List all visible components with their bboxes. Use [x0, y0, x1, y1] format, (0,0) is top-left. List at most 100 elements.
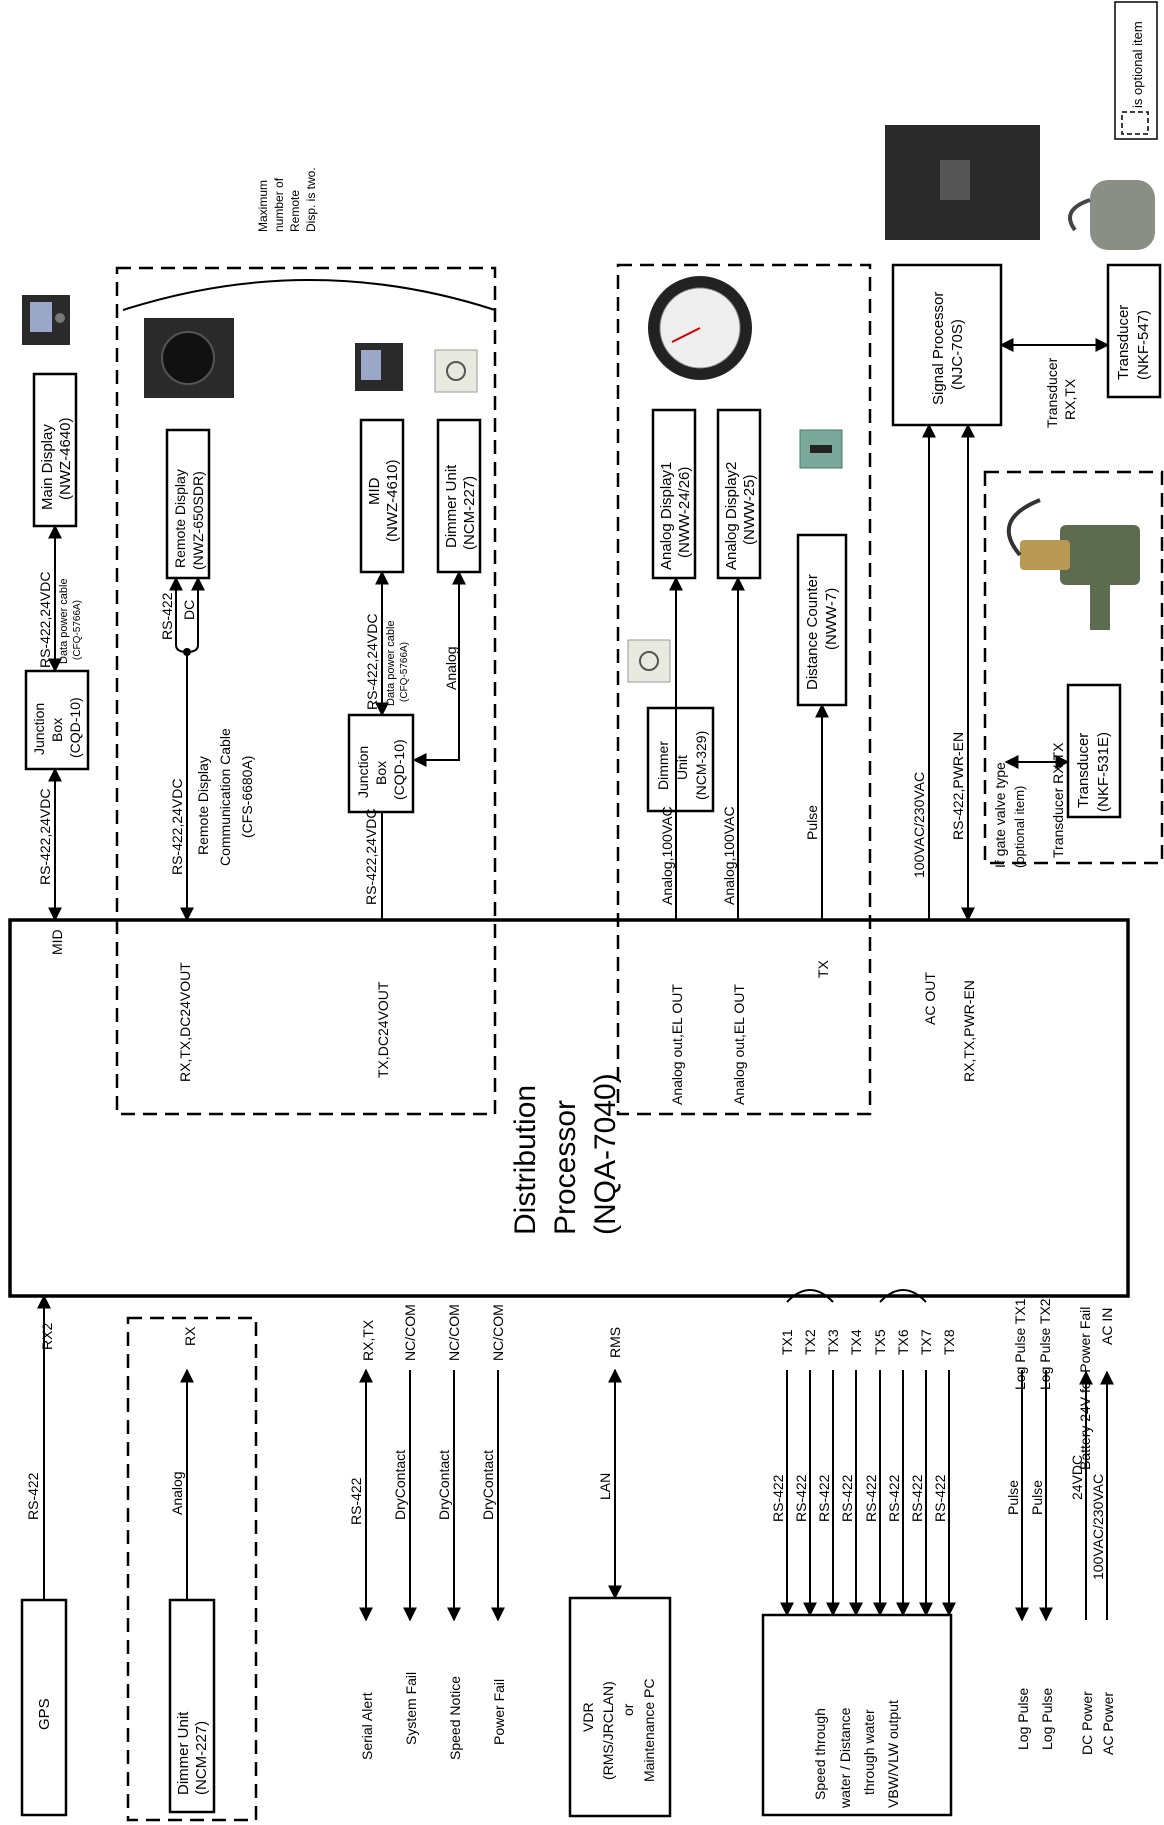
jb1-cable-model: (CFQ-5766A): [72, 600, 83, 660]
svg-text:Disp. is two.: Disp. is two.: [304, 167, 318, 232]
speed-box-line1: Speed through: [812, 1708, 828, 1800]
signal-processor-model: (NJC-70S): [949, 319, 966, 390]
tx-port-label: TX6: [895, 1329, 911, 1355]
tx-cable-label: RS-422: [793, 1474, 809, 1522]
port-acin: AC IN: [1099, 1308, 1115, 1345]
ad1-cable-label: Analog,100VAC: [659, 806, 675, 905]
main-display-model: (NWZ-4640): [57, 417, 74, 500]
tx-cable-label: RS-422: [909, 1474, 925, 1522]
log-cable2-label: Pulse: [1029, 1480, 1045, 1515]
dimmer-329-label: Dimmer: [655, 741, 671, 790]
dimmer-227-top-photo: [435, 350, 477, 392]
port-lp1: Log Pulse TX1: [1012, 1298, 1028, 1390]
jb1-to-dp-label: RS-422,24VDC: [37, 789, 53, 886]
port-rxtx: RX,TX: [360, 1319, 376, 1361]
dimmer-329-model: (NCM-329): [693, 731, 709, 800]
tx-port-label: TX1: [779, 1329, 795, 1355]
remote-cable-label: RS-422,24VDC: [169, 779, 185, 876]
gate-valve-label: If gate valve type: [992, 762, 1008, 868]
system-fail-cable-label: DryContact: [392, 1450, 408, 1520]
remote-display-photo: [144, 318, 234, 398]
power-fail-cable-label: DryContact: [480, 1450, 496, 1520]
dimmer-227-top-model: (NCM-227): [461, 476, 478, 550]
vdr-or: or: [620, 1703, 636, 1716]
ac-cable-label: 100VAC/230VAC: [1090, 1474, 1106, 1580]
tx-cable-label: RS-422: [816, 1474, 832, 1522]
vdr-protocol: (RMS/JRCLAN): [600, 1681, 616, 1780]
port-rxtx-sp: RX,TX,PWR-EN: [961, 980, 977, 1082]
sp-ac-label: 100VAC/230VAC: [911, 772, 927, 878]
dimmer-227-bottom-label: Dimmer Unit: [175, 1711, 192, 1795]
transducer-531e-label: Transducer: [1075, 733, 1092, 808]
jb2-cable-model: (CFQ-5766A): [399, 642, 410, 702]
ac-power-label: AC Power: [1100, 1692, 1116, 1755]
signal-processor-label: Signal Processor: [930, 292, 947, 405]
gate-valve-optional-label: (optional item): [1012, 786, 1027, 868]
transducer-547-model: (NKF-547): [1135, 310, 1152, 380]
dimmer-227-top-label: Dimmer Unit: [443, 464, 460, 548]
transducer-531e-cable-label: Transducer RX,TX: [1050, 742, 1066, 858]
remote-cable-name: Communication Cable: [217, 728, 233, 866]
speed-box-line2: water / Distance: [837, 1707, 853, 1809]
vdr-cable-label: LAN: [597, 1473, 613, 1500]
remote-display-model: (NWZ-650SDR): [190, 471, 206, 570]
transducer-547-cable-label2: RX,TX: [1062, 378, 1078, 420]
port-nc1: NC/COM: [402, 1304, 418, 1361]
jb1-label: Junction: [31, 703, 47, 755]
port-mid: MID: [49, 929, 65, 955]
port-remote: RX,TX,DC24VOUT: [177, 962, 193, 1082]
port-rx: RX: [182, 1326, 198, 1346]
dimmer-cable-label: Analog: [169, 1471, 185, 1515]
transducer-531e-model: (NKF-531E): [1095, 732, 1112, 812]
remote-dc-label: DC: [181, 600, 197, 620]
port-tx: TX: [815, 959, 831, 978]
remote-cable-model: (CFS-6680A): [239, 756, 255, 838]
optional-legend-label: is optional item: [1130, 21, 1145, 108]
analog-display2-label: Analog Display2: [723, 462, 740, 570]
jb1-label2: Box: [49, 718, 65, 742]
speed-box-line3: through water: [861, 1709, 877, 1795]
tx-cable-label: RS-422: [932, 1474, 948, 1522]
serial-alert-cable-label: RS-422: [348, 1477, 364, 1525]
port-ad1: Analog out,EL OUT: [669, 984, 685, 1105]
speed-notice-label: Speed Notice: [447, 1676, 463, 1760]
tx-port-label: TX8: [941, 1329, 957, 1355]
remote-cable-type: Remote Display: [195, 756, 211, 855]
sp-rs422-label: RS-422,PWR-EN: [950, 732, 966, 840]
tx-cable-label: RS-422: [770, 1474, 786, 1522]
distance-counter-model: (NWW-7): [823, 588, 840, 650]
remote-rs422-label: RS-422: [159, 592, 175, 640]
jb2-model: (CQD-10): [391, 739, 407, 800]
signal-processor-box: [893, 265, 1001, 425]
mid-label: MID: [366, 477, 383, 505]
jb2-cable-type: Data power cable: [385, 620, 397, 706]
serial-alert-label: Serial Alert: [359, 1692, 375, 1760]
analog-display-photo: [648, 276, 752, 380]
svg-text:Maximum: Maximum: [256, 180, 270, 232]
vdr-label: VDR: [580, 1702, 596, 1732]
tx-port-group: TX1RS-422TX2RS-422TX3RS-422TX4RS-422TX5R…: [770, 1290, 957, 1615]
log-pulse2-label: Log Pulse: [1039, 1688, 1055, 1750]
dimmer-227-bottom-model: (NCM-227): [193, 1721, 210, 1795]
max-remote-note: Maximum number of Remote Disp. is two.: [123, 167, 495, 310]
tx-port-label: TX7: [918, 1329, 934, 1355]
dc-power-label: DC Power: [1079, 1691, 1095, 1755]
svg-text:Remote: Remote: [288, 190, 302, 232]
speed-output-box: [763, 1615, 951, 1815]
distance-counter-label: Distance Counter: [804, 574, 821, 690]
transducer-547-photo: [1070, 180, 1155, 250]
jb2-label: Junction: [355, 746, 371, 798]
distance-counter-photo: [800, 430, 842, 468]
jb1-cable-label: RS-422,24VDC: [37, 572, 53, 669]
analog-display1-label: Analog Display1: [658, 462, 675, 570]
power-fail-label: Power Fail: [491, 1679, 507, 1745]
port-rms: RMS: [607, 1327, 623, 1358]
analog-display2-model: (NWW-25): [741, 474, 758, 545]
svg-text:Processor: Processor: [549, 1100, 582, 1235]
gps-cable-label: RS-422: [25, 1472, 41, 1520]
jb2-cable-label: RS-422,24VDC: [364, 614, 380, 711]
speed-notice-cable-label: DryContact: [436, 1450, 452, 1520]
signal-processor-photo: [885, 125, 1040, 240]
main-display-photo: [22, 295, 70, 345]
ad2-cable-label: Analog,100VAC: [721, 806, 737, 905]
